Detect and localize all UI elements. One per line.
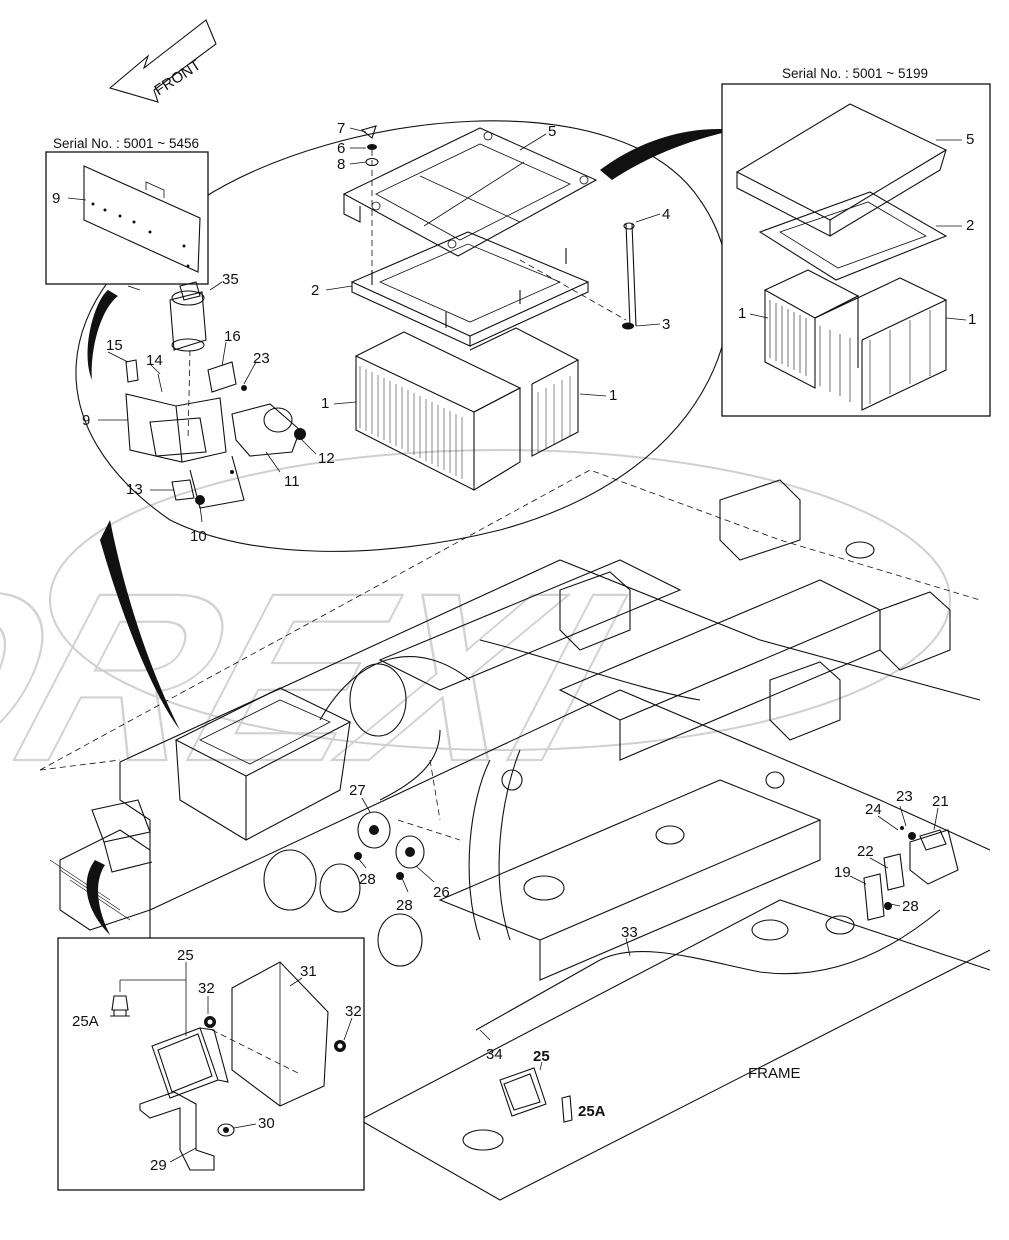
callout-r21: 21 <box>932 793 949 810</box>
callout-27: 27 <box>349 782 366 799</box>
callout-r19: 19 <box>834 864 851 881</box>
pointer-down <box>100 520 180 730</box>
callout-7: 7 <box>337 120 345 137</box>
inset-bottom: 25 25A 32 31 32 30 29 <box>57 937 365 1191</box>
pointer-right <box>600 129 735 180</box>
callout-35: 35 <box>222 271 239 288</box>
callout-1a: 1 <box>321 395 329 412</box>
frame-label: FRAME <box>748 1065 801 1082</box>
callout-12: 12 <box>318 450 335 467</box>
inset-right: Serial No. : 5001 ~ 5199 5 2 1 <box>721 66 991 417</box>
callout-r24: 24 <box>865 801 882 818</box>
inset-right-label-2: 2 <box>966 217 974 234</box>
inset-bottom-30: 30 <box>258 1115 275 1132</box>
callout-23: 23 <box>253 350 270 367</box>
callout-r25: 25 <box>533 1048 550 1065</box>
callout-10: 10 <box>190 528 207 545</box>
callout-r33: 33 <box>621 924 638 941</box>
front-arrow: FRONT <box>108 19 217 103</box>
callout-4: 4 <box>662 206 670 223</box>
callout-8: 8 <box>337 156 345 173</box>
callout-13: 13 <box>126 481 143 498</box>
callout-26: 26 <box>433 884 450 901</box>
pointer-left <box>87 290 118 380</box>
inset-right-label-5: 5 <box>966 131 974 148</box>
callout-11: 11 <box>284 473 300 490</box>
callout-3: 3 <box>662 316 670 333</box>
callout-r22: 22 <box>857 843 874 860</box>
watermark: OREXI <box>0 449 951 813</box>
inset-left: Serial No. : 5001 ~ 5456 9 <box>45 136 209 285</box>
inset-bottom-31: 31 <box>300 963 317 980</box>
callout-r25a: 25A <box>578 1103 606 1120</box>
right-components: 23 24 21 22 19 28 33 34 25 25A FRAME <box>475 788 959 1123</box>
callout-6: 6 <box>337 140 345 157</box>
callout-28b: 28 <box>396 897 413 914</box>
watermark-ellipse <box>49 449 951 751</box>
inset-bottom-29: 29 <box>150 1157 167 1174</box>
inset-bottom-32b: 32 <box>345 1003 362 1020</box>
callout-2: 2 <box>311 282 319 299</box>
watermark-text: OREXI <box>0 544 645 812</box>
callout-28a: 28 <box>359 871 376 888</box>
callout-16: 16 <box>224 328 241 345</box>
battery-ellipse <box>75 120 735 935</box>
battery-assembly: 7 6 8 5 4 3 2 1 1 <box>311 120 670 491</box>
switch-assembly: 35 15 14 16 23 9 12 11 13 10 <box>82 271 335 545</box>
inset-right-label-1b: 1 <box>968 311 976 328</box>
callout-r34: 34 <box>486 1046 503 1063</box>
callout-r28: 28 <box>902 898 919 915</box>
callout-14: 14 <box>146 352 163 369</box>
inset-right-label-1a: 1 <box>738 305 746 322</box>
pointer-lamp <box>86 860 110 935</box>
callout-1b: 1 <box>609 387 617 404</box>
inset-bottom-25: 25 <box>177 947 194 964</box>
inset-left-serial: Serial No. : 5001 ~ 5456 <box>53 136 199 151</box>
inset-right-serial: Serial No. : 5001 ~ 5199 <box>782 66 928 81</box>
inset-bottom-25a: 25A <box>72 1013 99 1030</box>
callout-5: 5 <box>548 123 556 140</box>
front-label: FRONT <box>151 57 204 99</box>
callout-r23: 23 <box>896 788 913 805</box>
callout-15: 15 <box>106 337 123 354</box>
inset-left-label-9: 9 <box>52 190 60 207</box>
inset-bottom-32a: 32 <box>198 980 215 997</box>
callout-9: 9 <box>82 412 90 429</box>
